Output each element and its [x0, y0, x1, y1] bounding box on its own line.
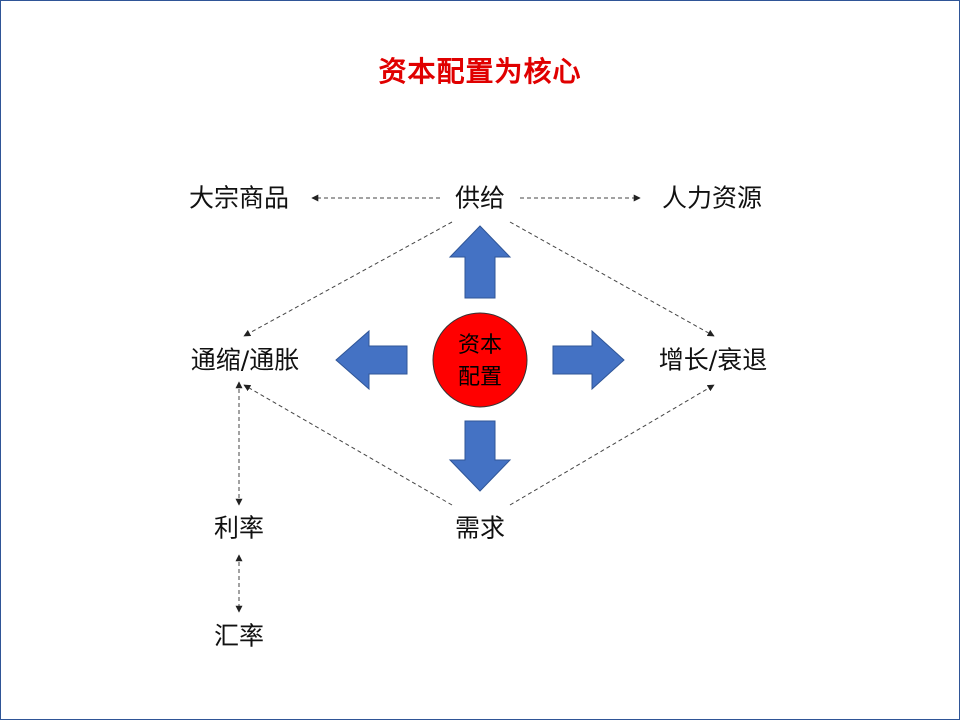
node-exchange-rate: 汇率	[213, 621, 265, 651]
arrow-right	[552, 329, 625, 391]
node-inflation: 通缩/通胀	[190, 345, 300, 375]
node-interest-rate: 利率	[213, 513, 265, 543]
diagram-title: 资本配置为核心	[378, 55, 582, 88]
node-supply: 供给	[454, 183, 506, 213]
connector-demand-inflation	[243, 384, 453, 506]
arrow-up	[448, 225, 512, 299]
node-growth: 增长/衰退	[658, 345, 768, 375]
node-commodities: 大宗商品	[188, 183, 290, 213]
node-human-resources: 人力资源	[661, 183, 763, 213]
arrow-left	[335, 329, 408, 391]
connector-demand-growth	[509, 384, 715, 506]
center-label-line2: 配置	[458, 365, 502, 390]
center-circle	[432, 312, 528, 408]
node-demand: 需求	[454, 513, 506, 543]
connector-supply-inflation	[243, 221, 453, 337]
center-label-line1: 资本	[458, 333, 502, 358]
arrow-down	[448, 420, 512, 492]
connector-supply-growth	[509, 221, 715, 337]
